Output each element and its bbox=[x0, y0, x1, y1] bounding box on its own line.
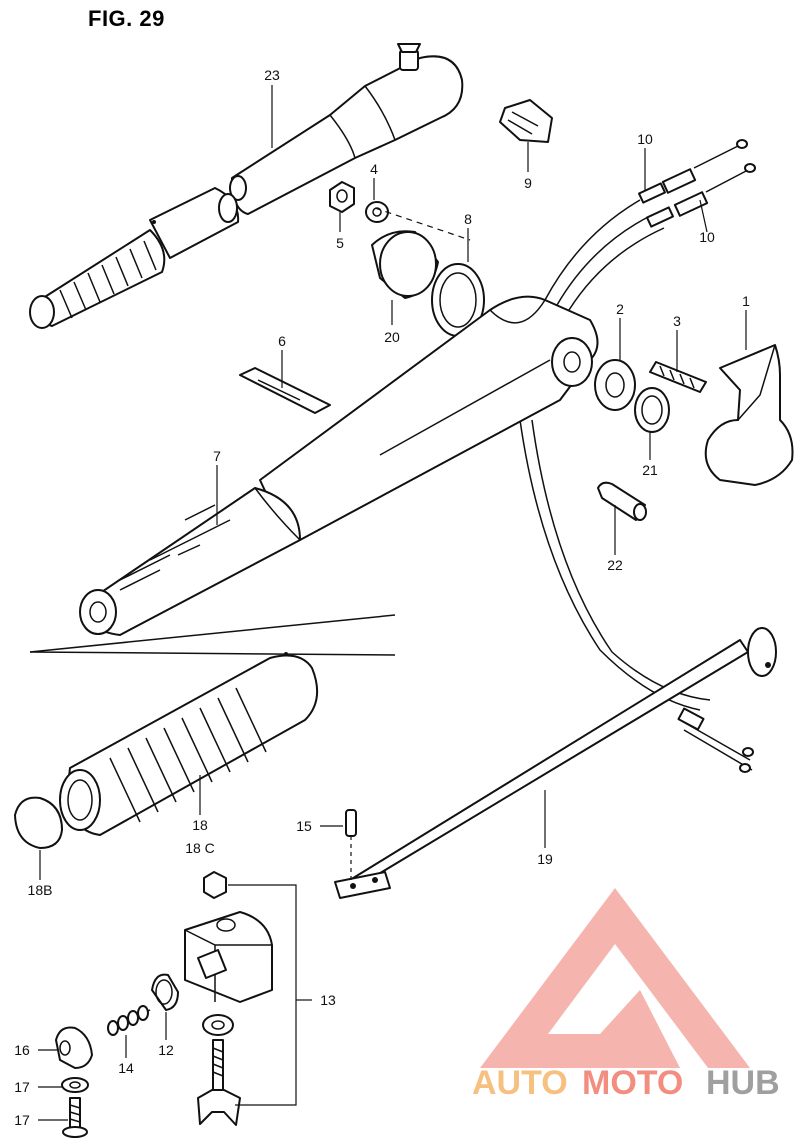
callout-12: 13 bbox=[320, 992, 336, 1008]
callout-14: 15 bbox=[296, 818, 312, 834]
callout-18c: 18 C bbox=[185, 840, 215, 856]
part-3-stud-bolt bbox=[649, 361, 707, 393]
callout-11: 12 bbox=[158, 1042, 174, 1058]
callout-2: 2 bbox=[616, 301, 624, 317]
part-17-screw bbox=[62, 1097, 88, 1138]
callout-21: 21 bbox=[642, 462, 658, 478]
section-divider bbox=[29, 614, 396, 653]
callout-19: 19 bbox=[537, 851, 553, 867]
watermark-auto: AUTO bbox=[472, 1064, 568, 1102]
part-20-bushing bbox=[371, 230, 439, 299]
part-21-ring bbox=[634, 387, 670, 433]
callout-labels: 23 4 5 8 20 9 10 10 6 7 2 3 1 21 22 18 1… bbox=[14, 67, 750, 1128]
part-22-pin bbox=[597, 481, 647, 521]
part-23-throttle-housing bbox=[229, 43, 464, 215]
part-6-decal bbox=[239, 367, 331, 414]
part-23-grip-rod bbox=[29, 187, 240, 329]
callout-10-lower: 10 bbox=[699, 229, 715, 245]
part-9-grommet bbox=[499, 99, 553, 143]
callout-1: 1 bbox=[742, 293, 750, 309]
callout-3: 3 bbox=[673, 313, 681, 329]
callout-18: 18 bbox=[192, 817, 208, 833]
part-16-lock-washer bbox=[61, 1077, 89, 1093]
part-14-pin bbox=[345, 809, 357, 880]
callout-4: 4 bbox=[370, 161, 378, 177]
callout-9: 9 bbox=[524, 175, 532, 191]
part-13-spring bbox=[107, 1005, 151, 1036]
watermark-logo: AUTO MOTO HUB bbox=[472, 888, 780, 1102]
callout-8: 8 bbox=[464, 211, 472, 227]
part-5-nut bbox=[329, 181, 355, 213]
callout-17: 17 bbox=[14, 1112, 30, 1128]
part-12-friction-block bbox=[184, 871, 312, 1126]
callout-6: 6 bbox=[278, 333, 286, 349]
callout-15: 16 bbox=[14, 1042, 30, 1058]
part-4-washer bbox=[365, 201, 389, 223]
callout-22: 22 bbox=[607, 557, 623, 573]
part-11-sleeve bbox=[151, 973, 179, 1011]
part-15-knob bbox=[55, 1026, 93, 1069]
callout-20: 20 bbox=[384, 329, 400, 345]
callout-13: 14 bbox=[118, 1060, 134, 1076]
watermark-hub: HUB bbox=[706, 1064, 780, 1102]
figure-title: FIG. 29 bbox=[88, 6, 165, 31]
watermark-moto: MOTO bbox=[582, 1064, 683, 1102]
part-18-grip bbox=[59, 652, 319, 836]
callout-23: 23 bbox=[264, 67, 280, 83]
callout-16: 17 bbox=[14, 1079, 30, 1095]
callout-7: 7 bbox=[213, 448, 221, 464]
part-2-bearing bbox=[594, 359, 636, 411]
part-18b-cap bbox=[14, 796, 63, 849]
leader-lines bbox=[38, 85, 747, 1121]
part-19-link-rod bbox=[334, 627, 777, 899]
callout-5: 5 bbox=[336, 235, 344, 251]
part-1-cover bbox=[704, 344, 794, 486]
part-7-tiller-handle bbox=[79, 295, 599, 636]
callout-10-upper: 10 bbox=[637, 131, 653, 147]
callout-18b: 18B bbox=[28, 882, 53, 898]
